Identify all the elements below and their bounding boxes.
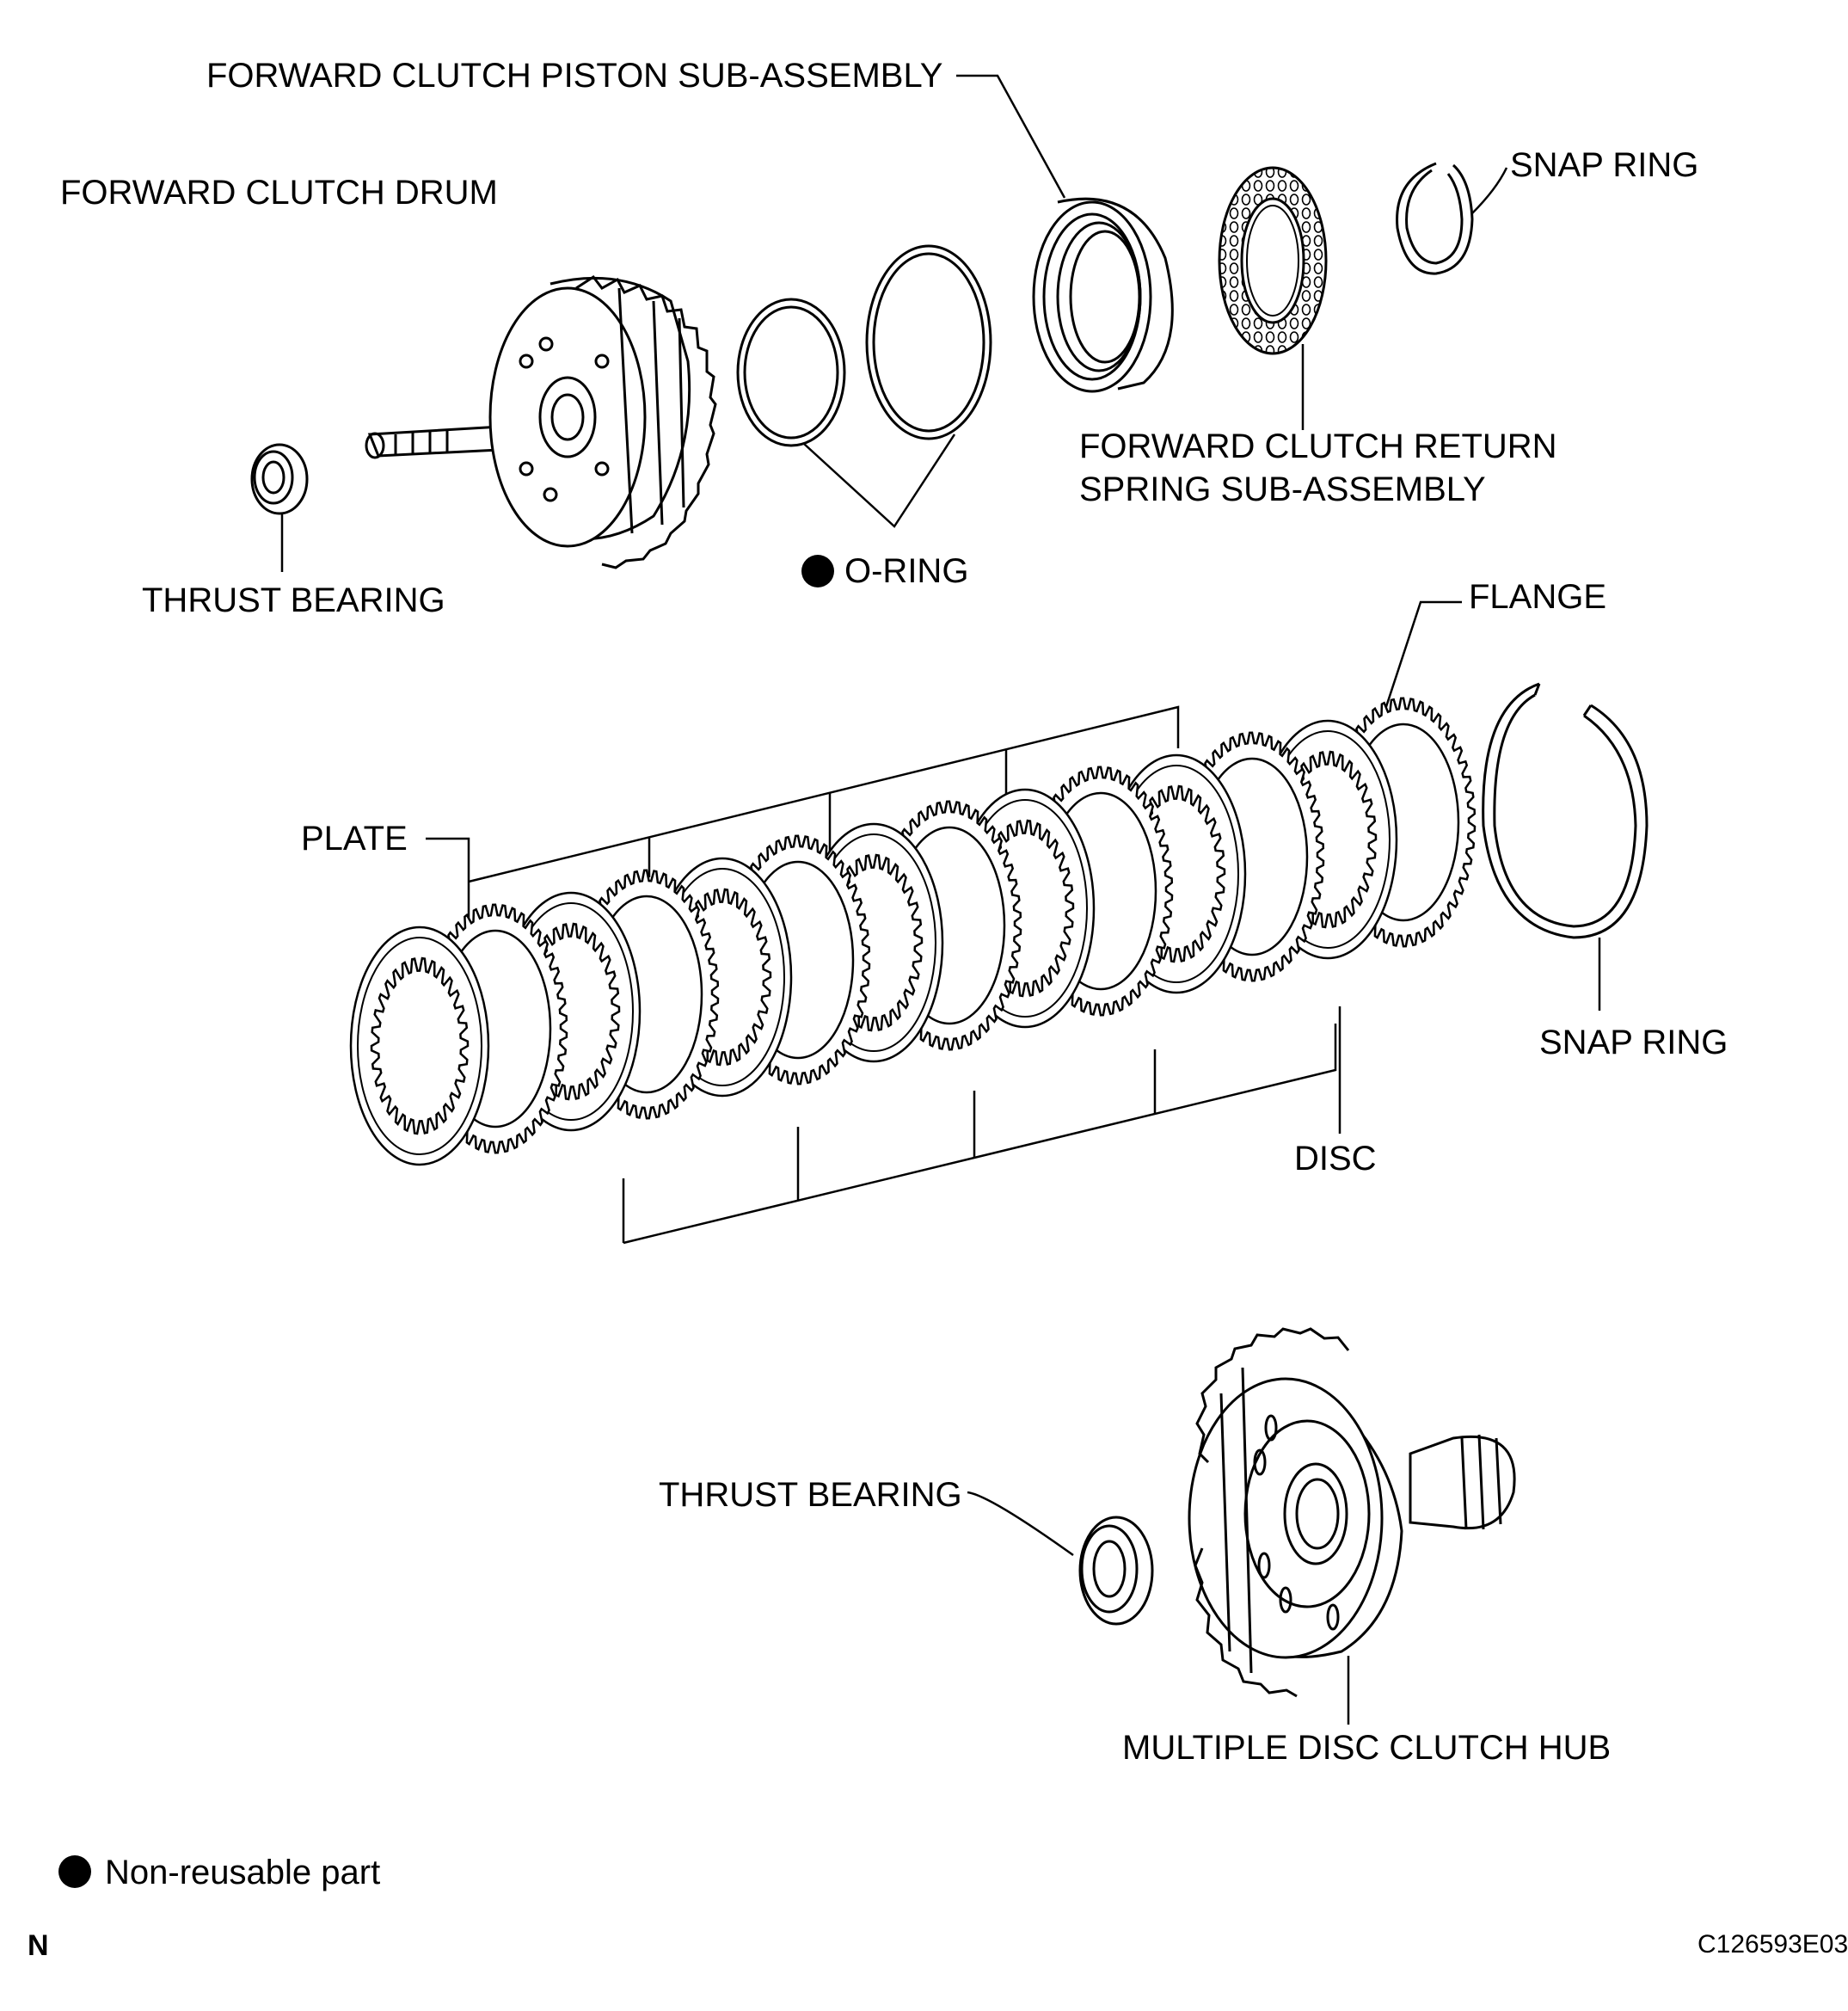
- label-thrust-bearing-bottom: THRUST BEARING: [659, 1476, 962, 1514]
- o-rings: [736, 244, 992, 447]
- leader-thrust-bearing-bottom: [967, 1491, 1074, 1557]
- non-reusable-marker-legend: [58, 1855, 91, 1888]
- thrust-bearing-top: [250, 443, 309, 515]
- forward-clutch-drum: [365, 274, 717, 569]
- non-reusable-marker-o-ring: [801, 555, 834, 587]
- snap-ring-top: [1396, 162, 1474, 275]
- clutch-disc-inner-13: [370, 956, 470, 1135]
- label-disc: DISC: [1294, 1140, 1377, 1178]
- figure-code: C126593E03: [1698, 1930, 1848, 1959]
- label-forward-clutch-drum: FORWARD CLUTCH DRUM: [60, 174, 498, 212]
- clutch-pack: [349, 697, 1477, 1166]
- leader-piston: [956, 74, 1066, 199]
- label-thrust-bearing-top: THRUST BEARING: [142, 581, 445, 619]
- clutch-disc-face-13: [357, 937, 482, 1155]
- label-o-ring: O-RING: [844, 552, 969, 590]
- label-flange: FLANGE: [1469, 578, 1607, 616]
- label-multiple-disc-clutch-hub: MULTIPLE DISC CLUTCH HUB: [1122, 1729, 1612, 1767]
- multiple-disc-clutch-hub: [1188, 1327, 1516, 1698]
- leader-plate: [426, 837, 470, 955]
- forward-clutch-piston: [1032, 197, 1174, 393]
- legend-non-reusable: Non-reusable part: [105, 1854, 381, 1891]
- return-spring-sub-assembly: [1218, 166, 1328, 355]
- label-forward-clutch-return-spring: FORWARD CLUTCH RETURN SPRING SUB-ASSEMBL…: [1079, 427, 1557, 508]
- thrust-bearing-bottom: [1078, 1516, 1154, 1626]
- bracket-lines: [468, 705, 1337, 1245]
- label-snap-ring-right: SNAP RING: [1539, 1024, 1728, 1061]
- leader-snap-ring-top: [1471, 167, 1508, 214]
- label-snap-ring-top: SNAP RING: [1510, 146, 1699, 184]
- label-plate: PLATE: [301, 820, 408, 858]
- orientation-mark: N: [28, 1929, 49, 1962]
- leader-flange: [1374, 600, 1462, 739]
- leader-o-ring: [803, 434, 956, 528]
- snap-ring-right: [1482, 682, 1648, 939]
- label-forward-clutch-piston: FORWARD CLUTCH PISTON SUB-ASSEMBLY: [206, 57, 943, 95]
